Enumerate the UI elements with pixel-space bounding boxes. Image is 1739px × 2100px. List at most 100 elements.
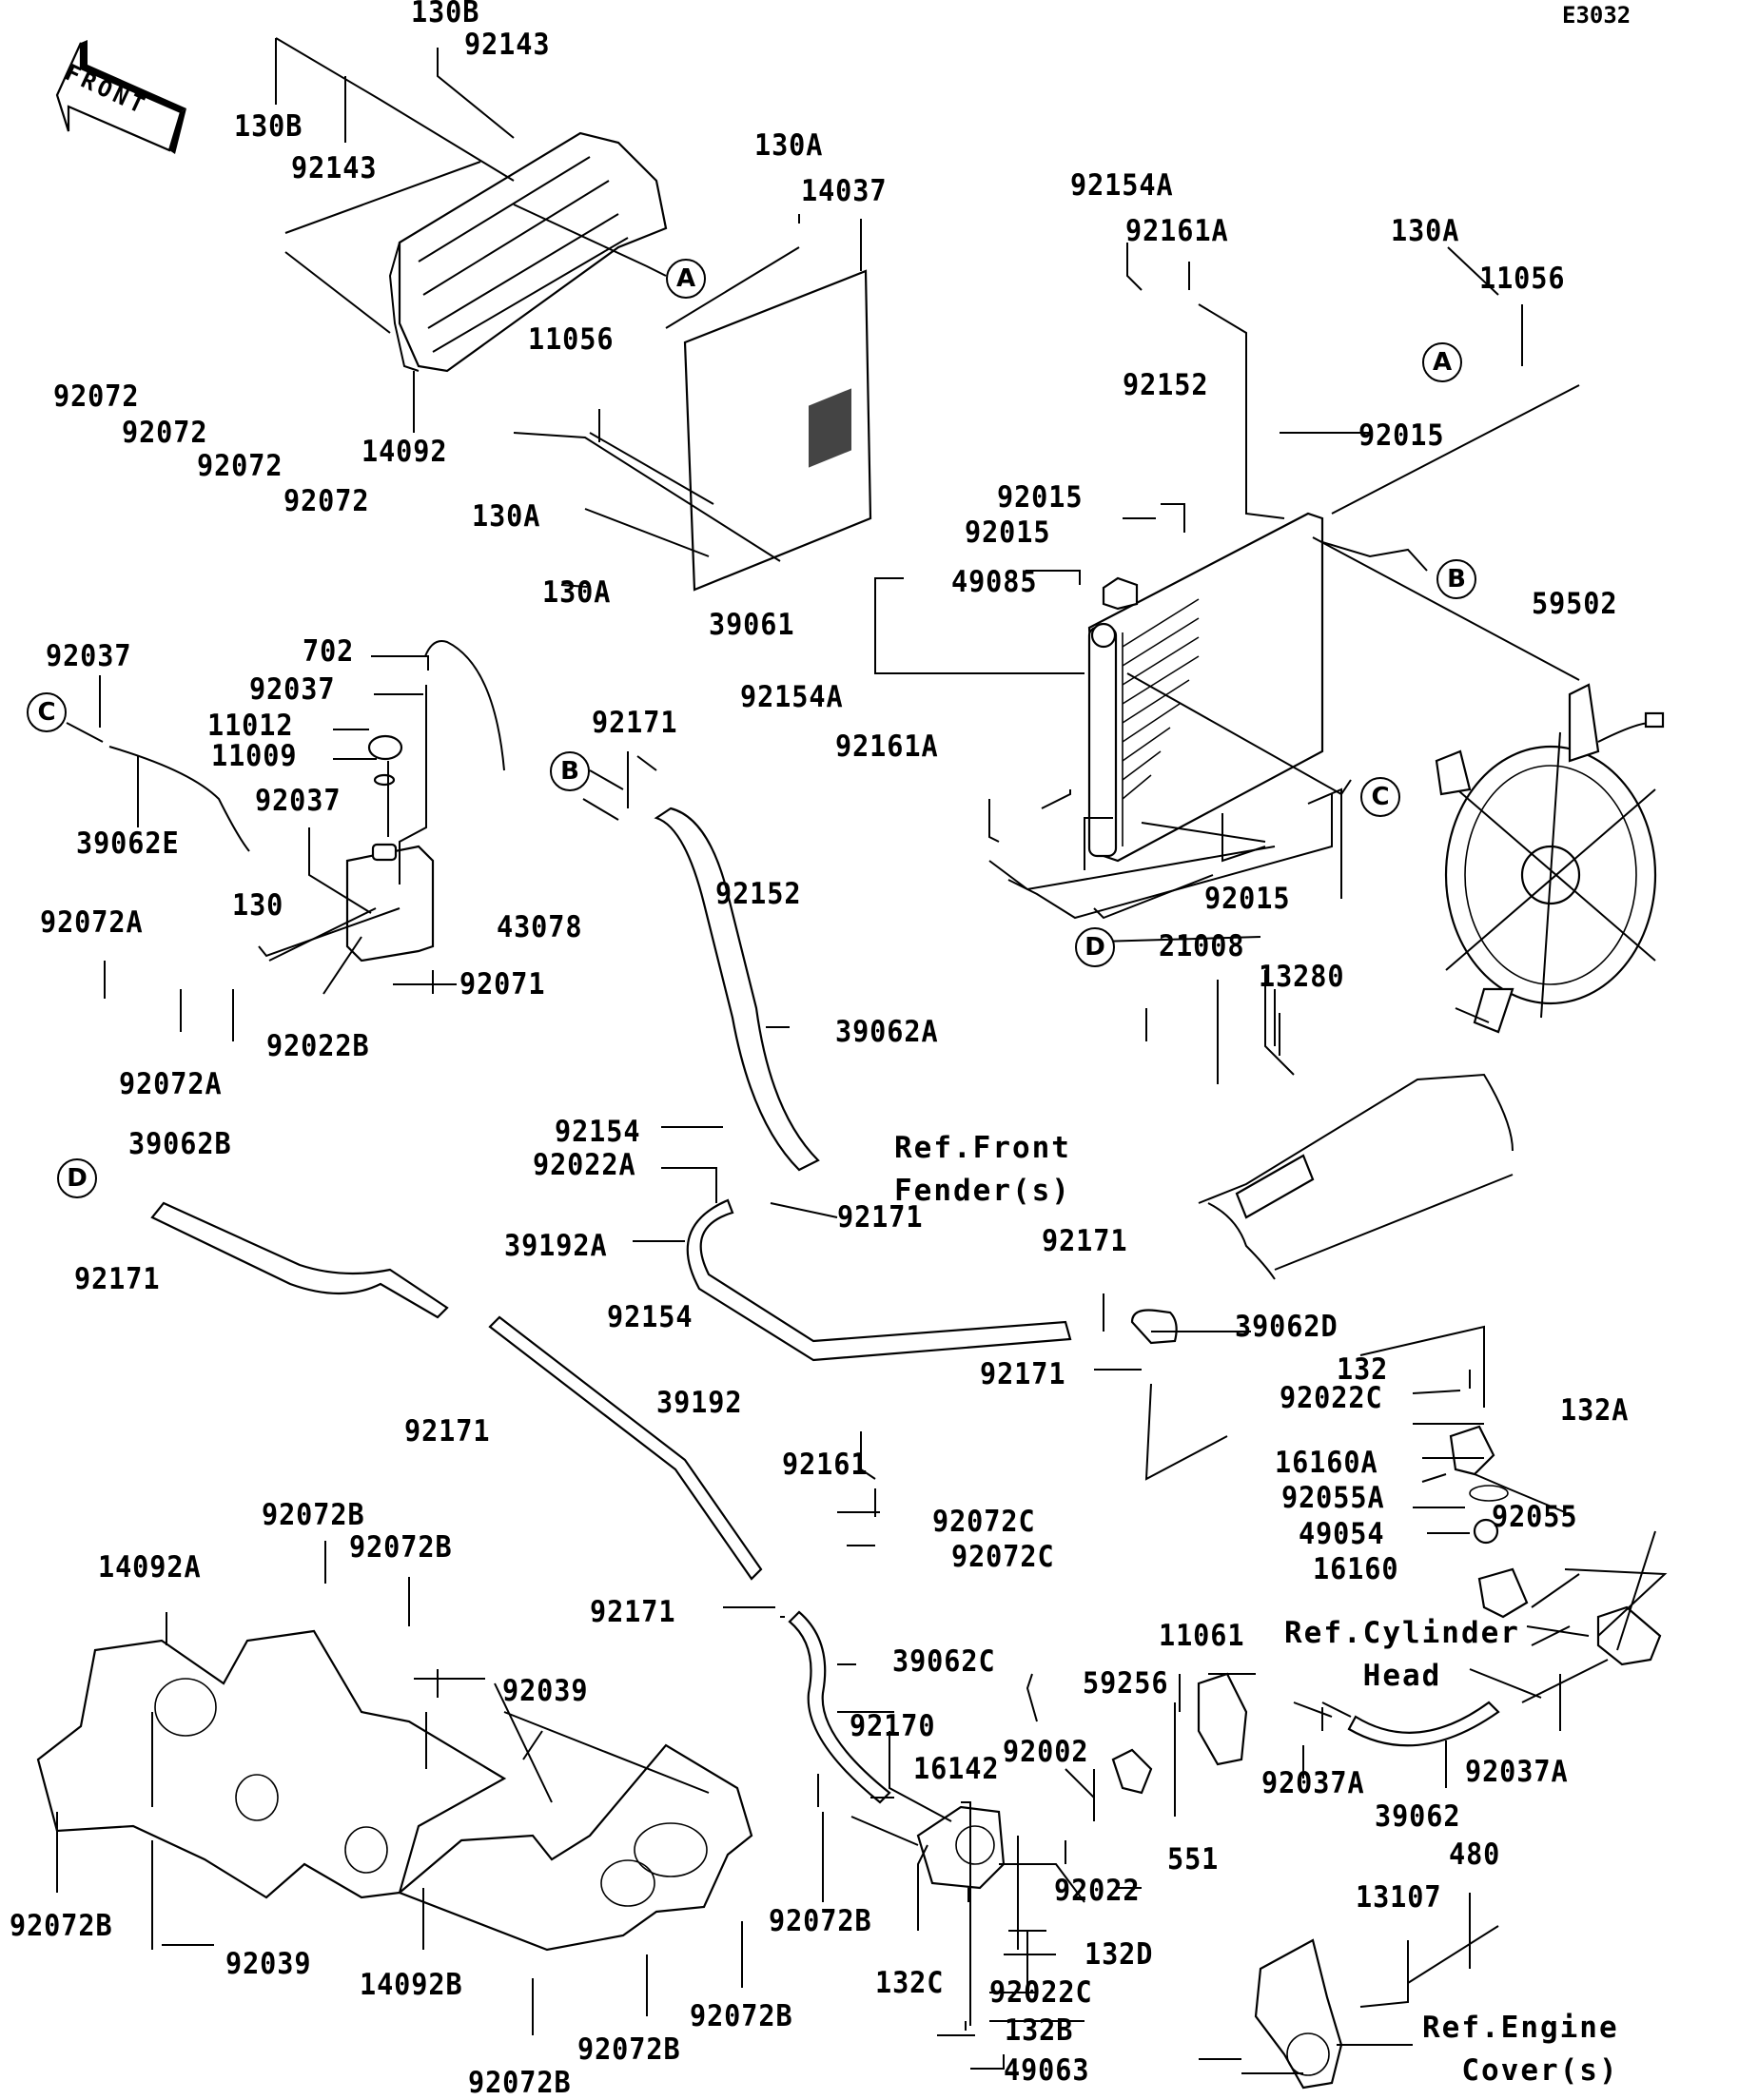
part-label: 702 — [303, 634, 355, 669]
part-label: 39062B — [128, 1127, 232, 1161]
part-label: 132B — [1005, 2013, 1074, 2048]
part-label: 92022C — [989, 1975, 1093, 2010]
part-label: 14092 — [361, 435, 448, 469]
part-label: 39062D — [1235, 1310, 1338, 1344]
part-label: 59256 — [1083, 1666, 1169, 1701]
part-label: 49063 — [1004, 2053, 1090, 2088]
cylinder-head-ref — [1449, 1425, 1662, 1666]
part-label: 92171 — [592, 706, 678, 740]
part-label: 92072A — [119, 1067, 223, 1101]
part-label: 92072B — [577, 2032, 681, 2067]
part-label: 92072A — [40, 905, 144, 940]
part-label: 92015 — [965, 515, 1051, 550]
radiator-grille-14092 — [388, 131, 668, 373]
part-label: 130A — [754, 128, 824, 163]
hose-39062A — [654, 807, 820, 1172]
part-label: 39192 — [656, 1386, 743, 1420]
skid-plate-14092A — [36, 1629, 507, 1899]
part-label: 92015 — [1204, 882, 1291, 916]
part-label: 92152 — [715, 877, 802, 911]
part-label: 92039 — [502, 1674, 589, 1708]
pipe-39192 — [488, 1315, 763, 1581]
part-label: 130A — [1391, 214, 1460, 248]
part-label: 130A — [542, 575, 612, 610]
part-label: 92072B — [262, 1498, 365, 1532]
cooling-fan-59502 — [1435, 683, 1665, 1034]
ref-cylinder-head: Ref.Cylinder Head — [1284, 1616, 1520, 1693]
part-label: 13107 — [1356, 1880, 1442, 1915]
radiator-screen-14037 — [683, 269, 872, 592]
ref-circle-a: A — [666, 259, 706, 299]
part-label: 92072C — [951, 1540, 1055, 1574]
part-label: 92171 — [1042, 1224, 1128, 1258]
part-label: 49054 — [1299, 1517, 1385, 1551]
ref-circle-c: C — [1360, 777, 1400, 817]
ref-circle-c: C — [27, 692, 67, 732]
ref-engine-cover: Ref.Engine Cover(s) — [1422, 2011, 1619, 2088]
part-label: 92002 — [1003, 1735, 1089, 1769]
part-label: 11061 — [1159, 1619, 1245, 1653]
part-label: 92171 — [980, 1357, 1066, 1391]
part-label: 92171 — [837, 1200, 924, 1235]
part-label: 92037 — [249, 672, 336, 707]
pump-cover-11061 — [1197, 1672, 1248, 1766]
hose-39062C — [788, 1610, 891, 1804]
part-label: 92154A — [740, 680, 844, 714]
part-label: 92161A — [1125, 214, 1229, 248]
part-label: 11009 — [211, 739, 298, 773]
part-label: 132D — [1084, 1937, 1154, 1972]
hose-39062D — [1130, 1309, 1178, 1345]
part-label: 43078 — [497, 910, 583, 944]
part-label: 92143 — [464, 28, 551, 62]
hose-39062 — [1347, 1701, 1500, 1747]
part-label: 92072B — [468, 2066, 572, 2100]
part-label: 130B — [411, 0, 480, 29]
part-label: 132A — [1560, 1393, 1630, 1428]
part-label: 39062 — [1375, 1799, 1461, 1834]
part-label: 480 — [1449, 1838, 1501, 1872]
part-label: 39062C — [892, 1644, 996, 1679]
part-label: 92037A — [1261, 1766, 1365, 1800]
part-label: 92143 — [291, 151, 378, 185]
ref-circle-b: B — [550, 751, 590, 791]
part-label: 92161A — [835, 729, 939, 764]
part-label: 92072B — [10, 1909, 113, 1943]
part-label: 92037A — [1465, 1755, 1569, 1789]
part-label: 49085 — [951, 565, 1038, 599]
part-label: 92072 — [197, 449, 283, 483]
part-label: 92022B — [266, 1029, 370, 1063]
part-label: 39062A — [835, 1015, 939, 1049]
part-label: 92171 — [590, 1595, 676, 1629]
part-label: 132 — [1337, 1352, 1389, 1387]
hose-39062E — [108, 746, 250, 852]
part-label: 92022 — [1054, 1874, 1141, 1908]
part-label: 92152 — [1123, 368, 1209, 402]
part-label: 92055A — [1281, 1481, 1385, 1515]
ref-circle-d: D — [57, 1158, 97, 1198]
part-label: 92055 — [1492, 1500, 1578, 1534]
part-label: 92154A — [1070, 168, 1174, 203]
part-label: 92037 — [46, 639, 132, 673]
part-label: 92072B — [769, 1904, 872, 1938]
part-label: 551 — [1167, 1842, 1220, 1876]
part-label: 92015 — [997, 480, 1084, 515]
part-label: 92072B — [349, 1530, 453, 1565]
part-label: 92072 — [53, 379, 140, 414]
part-label: 92154 — [555, 1115, 641, 1149]
ref-circle-d: D — [1075, 927, 1115, 967]
part-label: 16142 — [913, 1752, 1000, 1786]
front-arrow-icon — [55, 40, 186, 154]
part-label: 16160 — [1313, 1552, 1399, 1586]
front-fender-ref — [1198, 1073, 1514, 1280]
part-label: 11056 — [1479, 262, 1566, 296]
part-label: 39192A — [504, 1229, 608, 1263]
pipe-39192A — [686, 1198, 1072, 1362]
part-label: 130B — [234, 109, 303, 144]
part-label: 92170 — [850, 1709, 936, 1743]
part-label: 92015 — [1358, 418, 1445, 453]
part-label: 59502 — [1532, 587, 1618, 621]
ref-circle-b: B — [1436, 559, 1476, 599]
part-label: 92022C — [1280, 1381, 1383, 1415]
part-label: 92072C — [932, 1505, 1036, 1539]
